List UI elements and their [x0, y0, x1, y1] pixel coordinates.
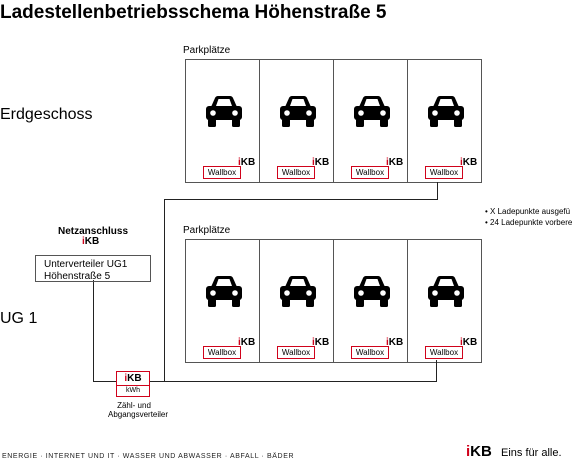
wallbox-logo: iKB: [460, 157, 478, 168]
wallbox-label: Wallbox: [425, 346, 463, 359]
meter-unit: kWh: [117, 385, 149, 395]
wallbox-label: Wallbox: [277, 346, 315, 359]
netzanschluss-logo: iKB: [82, 236, 100, 247]
car-icon: [425, 275, 467, 314]
floor-label-ug1: UG 1: [0, 310, 38, 327]
wallbox-logo: iKB: [386, 337, 404, 348]
car-icon: [277, 275, 319, 314]
page-title: Ladestellenbetriebsschema Höhenstraße 5: [0, 2, 387, 23]
legend-item-2: • 24 Ladepunkte vorbere: [485, 218, 573, 227]
unterverteiler-line2: Höhenstraße 5: [44, 271, 111, 282]
car-icon: [351, 275, 393, 314]
line-uv-down: [93, 280, 94, 381]
line-bottom-feed: [164, 381, 437, 382]
car-icon: [203, 275, 245, 314]
car-icon: [351, 95, 393, 134]
meter-box: iKB kWh: [116, 371, 150, 397]
meter-logo: iKB: [124, 373, 142, 384]
line-top-feed: [164, 199, 438, 200]
wallbox-label: Wallbox: [351, 346, 389, 359]
legend-item-2-text: 24 Ladepunkte vorbere: [490, 218, 573, 227]
unterverteiler-box: Unterverteiler UG1 Höhenstraße 5: [35, 255, 151, 282]
unterverteiler-line1: Unterverteiler UG1: [44, 259, 128, 270]
line-top-feed-up: [437, 182, 438, 200]
line-uv-to-meter: [93, 381, 116, 382]
wallbox-logo: iKB: [460, 337, 478, 348]
floor-label-erdgeschoss: Erdgeschoss: [0, 106, 93, 123]
wallbox-label: Wallbox: [351, 166, 389, 179]
wallbox-logo: iKB: [312, 157, 330, 168]
wallbox-label: Wallbox: [425, 166, 463, 179]
wallbox-label: Wallbox: [277, 166, 315, 179]
line-meter-right: [150, 381, 167, 382]
footer-brand-logo: iKB: [466, 443, 492, 460]
car-icon: [203, 95, 245, 134]
footer-tagline: Eins für alle.: [501, 447, 562, 459]
wallbox-logo: iKB: [312, 337, 330, 348]
wallbox-label: Wallbox: [203, 346, 241, 359]
line-bottom-feed-up: [436, 360, 437, 382]
meter-caption-line1: Zähl- und: [117, 401, 151, 410]
meter-caption-line2: Abgangsverteiler: [108, 410, 169, 419]
netzanschluss-title: Netzanschluss: [58, 226, 129, 237]
wallbox-logo: iKB: [386, 157, 404, 168]
wallbox-logo: iKB: [238, 157, 256, 168]
line-vertical-main: [164, 199, 165, 382]
parking-label-bottom: Parkplätze: [183, 225, 231, 236]
parking-label-top: Parkplätze: [183, 45, 231, 56]
wallbox-label: Wallbox: [203, 166, 241, 179]
footer-text: ENERGIE · INTERNET UND IT · WASSER UND A…: [2, 453, 295, 460]
meter-caption: Zähl- und Abgangsverteiler: [108, 401, 169, 419]
legend-item-1: • X Ladepunkte ausgefü: [485, 207, 571, 216]
legend-item-1-text: X Ladepunkte ausgefü: [490, 207, 571, 216]
wallbox-logo: iKB: [238, 337, 256, 348]
car-icon: [425, 95, 467, 134]
car-icon: [277, 95, 319, 134]
